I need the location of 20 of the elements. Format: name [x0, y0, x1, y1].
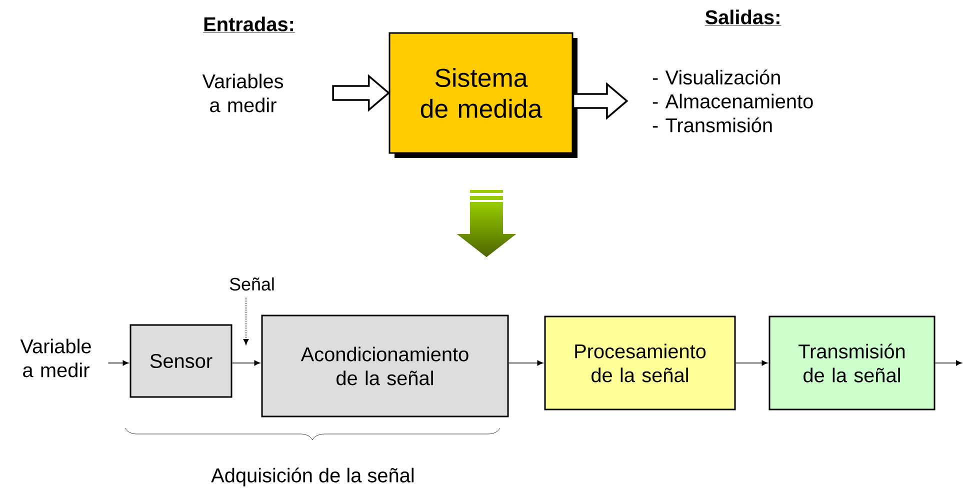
arrow	[243, 297, 249, 345]
process-box: Transmisión de la señal	[768, 316, 936, 410]
process-box: Acondicionamiento de la señal	[261, 314, 509, 418]
input-text: Variable a medir	[20, 338, 91, 378]
arrow	[934, 360, 962, 366]
arrow	[232, 360, 260, 366]
output-list: - Visualización - Almacenamiento - Transmisión	[652, 70, 813, 132]
system-box: Sistema de medida	[388, 32, 578, 158]
process-box: Procesamiento de la señal	[544, 316, 736, 410]
brace-label: Adquisición de la señal	[211, 468, 414, 486]
block-arrow	[332, 74, 390, 112]
heading: Entradas:	[202, 16, 296, 33]
input-text: Variables a medir	[202, 74, 284, 112]
arrow	[508, 360, 544, 366]
arrow	[108, 360, 129, 366]
signal-label: Señal	[230, 277, 274, 291]
heading: Salidas:	[704, 10, 782, 26]
block-arrow	[572, 82, 628, 120]
process-box: Sensor	[130, 324, 232, 398]
arrow	[735, 360, 768, 366]
